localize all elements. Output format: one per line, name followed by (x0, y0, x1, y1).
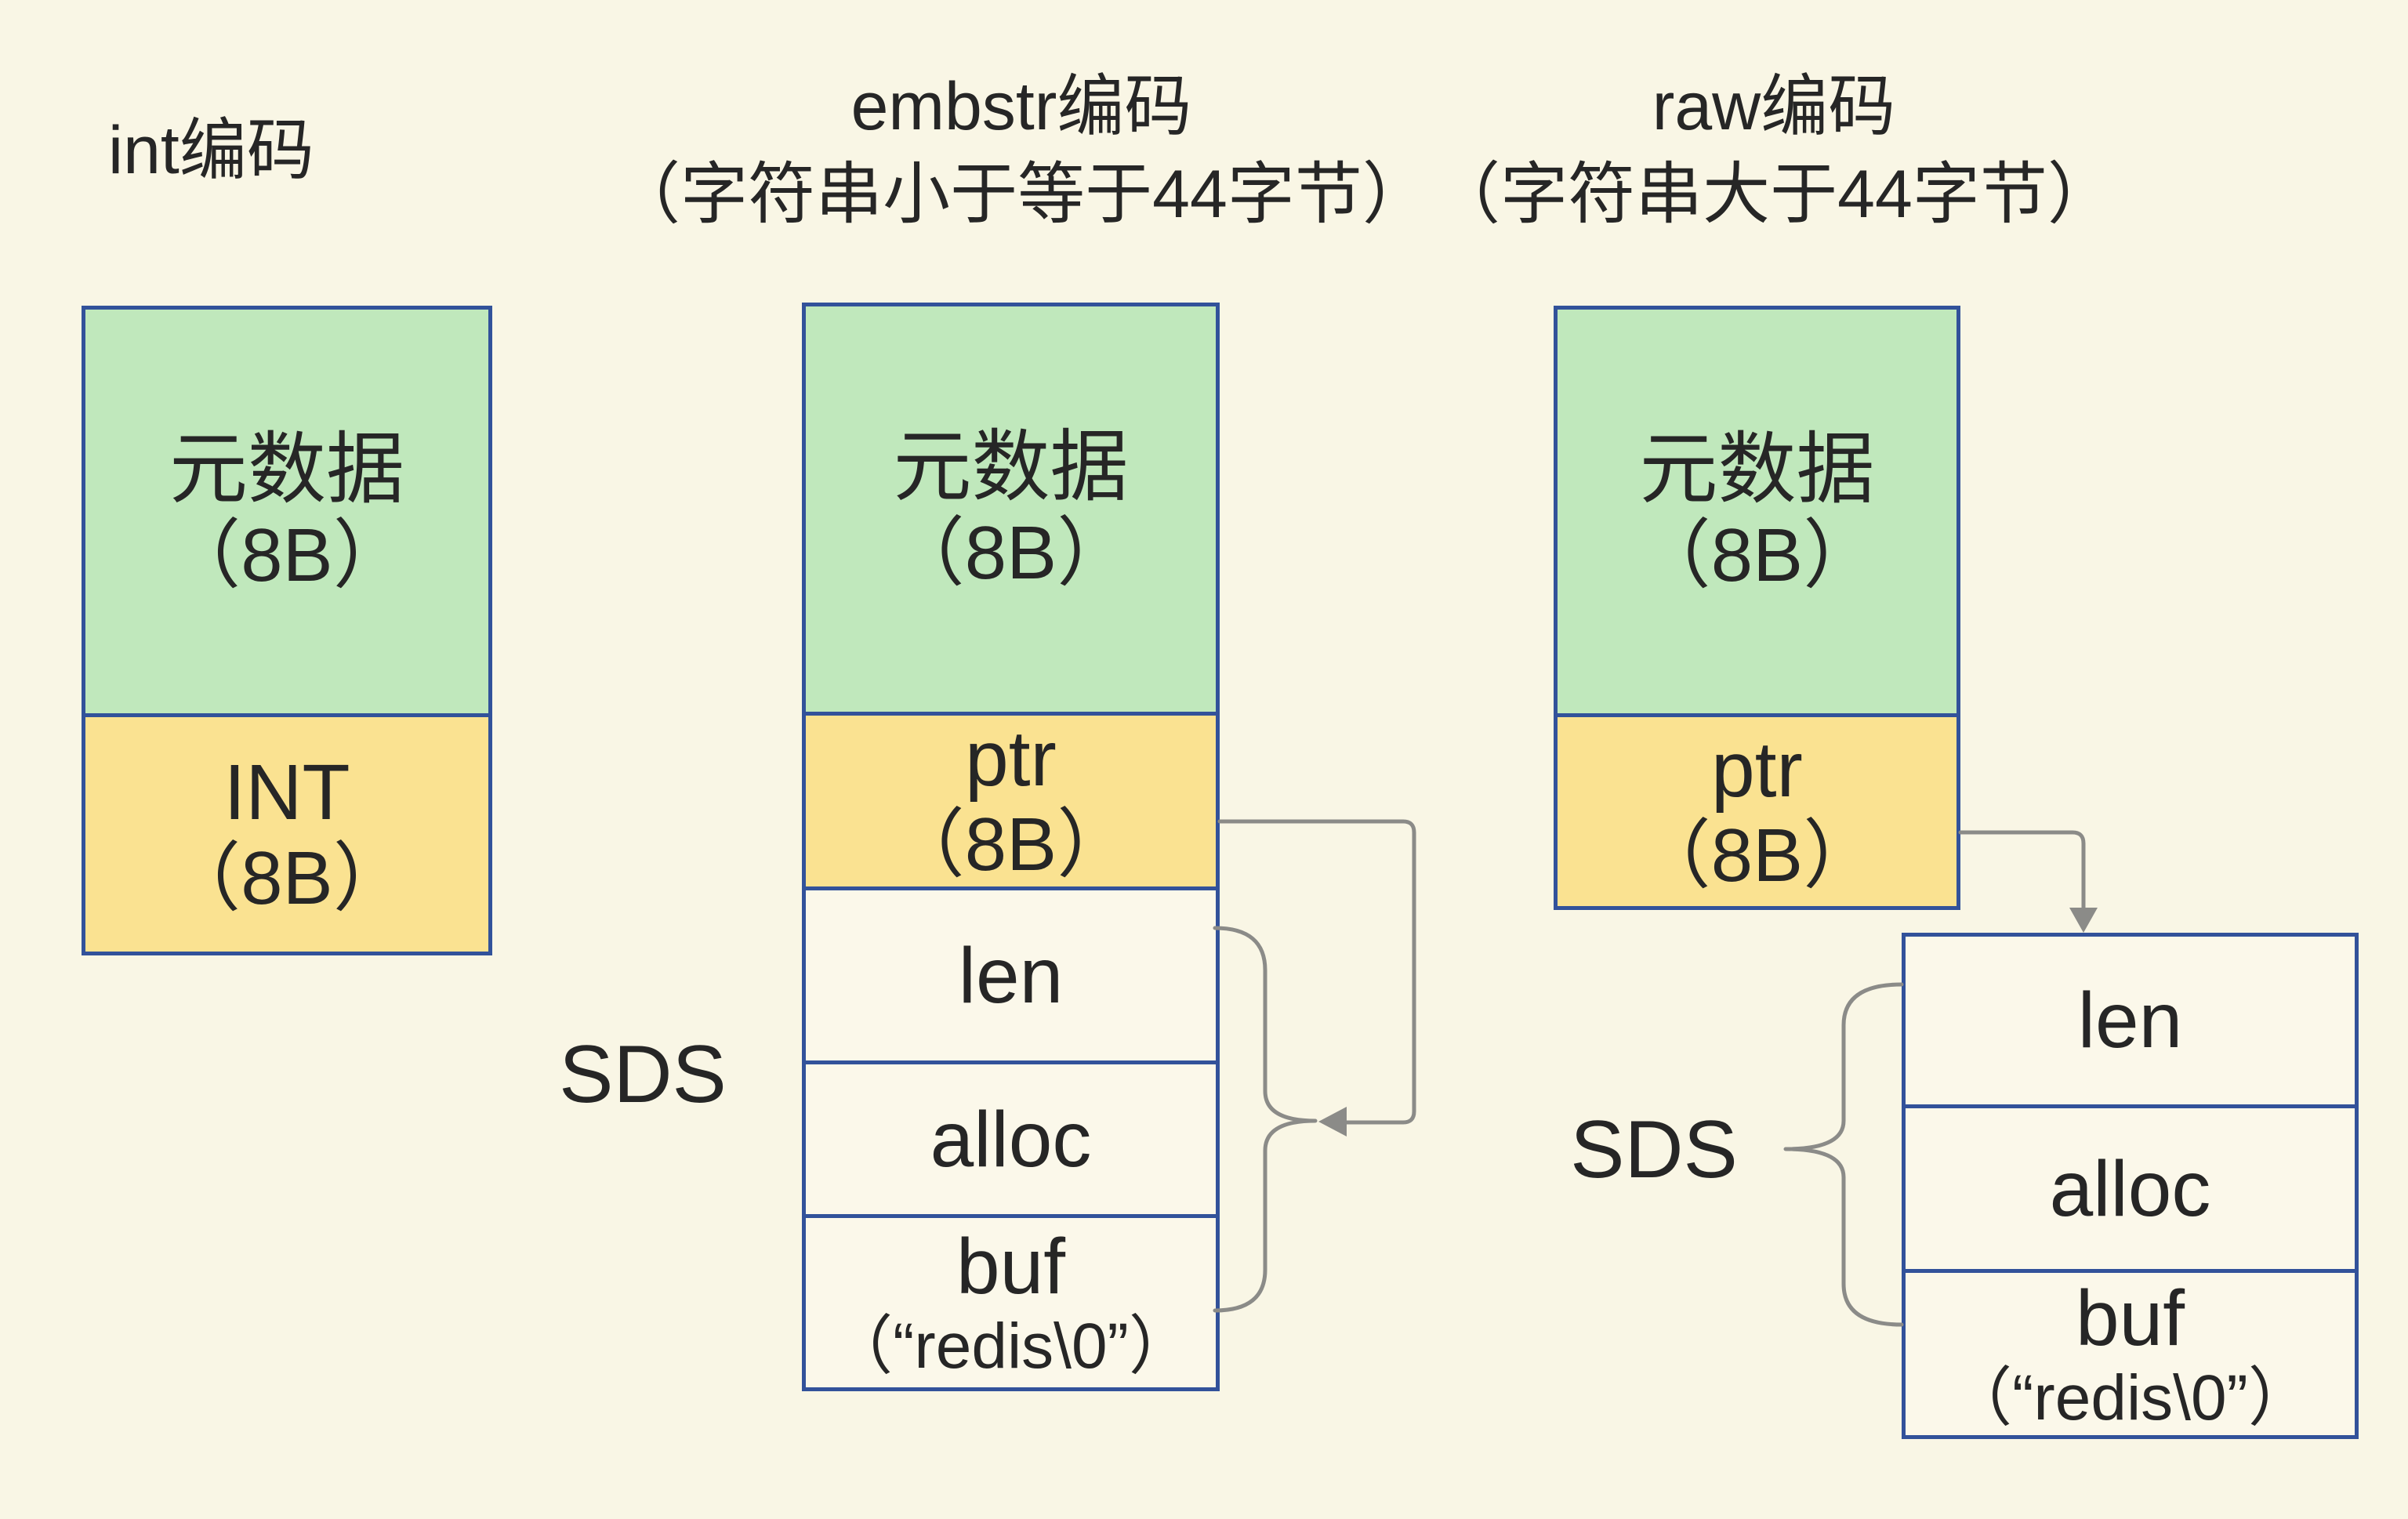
title-int-encoding: int编码 (108, 107, 516, 194)
metadata-label: 元数据 (893, 422, 1129, 511)
raw-buf-cell: buf （“redis\0”） (1906, 1269, 2355, 1435)
embstr-metadata-cell: 元数据 （8B） (806, 306, 1216, 712)
buf-label: buf (956, 1223, 1065, 1311)
title-embstr-encoding: embstr编码 （字符串小于等于44字节） (539, 63, 1503, 238)
buf-label: buf (2075, 1274, 2185, 1362)
int-value-cell: INT （8B） (85, 713, 488, 952)
embstr-ptr-cell: ptr （8B） (806, 712, 1216, 886)
raw-ptr-cell: ptr （8B） (1558, 713, 1956, 906)
embstr-len-cell: len (806, 886, 1216, 1060)
title-raw-line2: （字符串大于44字节） (1433, 157, 2115, 232)
sds-label-embstr: SDS (559, 1029, 727, 1120)
alloc-label: alloc (930, 1095, 1092, 1184)
embstr-alloc-cell: alloc (806, 1060, 1216, 1214)
embstr-object-box: 元数据 （8B） ptr （8B） len alloc buf （“redis\… (802, 303, 1220, 1391)
int-size: （8B） (165, 836, 408, 920)
raw-alloc-cell: alloc (1906, 1104, 2355, 1269)
raw-len-cell: len (1906, 937, 2355, 1104)
title-embstr-line1: embstr编码 (850, 69, 1192, 144)
metadata-size: （8B） (889, 510, 1133, 595)
metadata-label: 元数据 (169, 425, 404, 513)
ptr-label: ptr (965, 715, 1057, 803)
int-metadata-cell: 元数据 （8B） (85, 310, 488, 713)
metadata-label: 元数据 (1639, 425, 1875, 513)
ptr-label: ptr (1711, 725, 1803, 814)
title-raw-encoding: raw编码 （字符串大于44字节） (1378, 63, 2170, 238)
embstr-sds-brace (1213, 926, 1318, 1313)
title-embstr-line2: （字符串小于等于44字节） (613, 157, 1430, 232)
len-label: len (2077, 977, 2183, 1064)
title-int-line1: int编码 (108, 113, 314, 188)
int-object-box: 元数据 （8B） INT （8B） (82, 306, 492, 955)
raw-object-box: 元数据 （8B） ptr （8B） (1554, 306, 1960, 910)
sds-label-raw: SDS (1570, 1104, 1738, 1195)
embstr-ptr-arrowhead (1318, 1107, 1347, 1137)
raw-ptr-arrow (1958, 830, 2086, 910)
int-label: INT (223, 748, 350, 836)
embstr-ptr-arrow (1217, 819, 1416, 1125)
raw-metadata-cell: 元数据 （8B） (1558, 310, 1956, 713)
metadata-size: （8B） (165, 513, 408, 597)
alloc-label: alloc (2049, 1144, 2211, 1233)
buf-value: （“redis\0”） (829, 1311, 1193, 1383)
buf-value: （“redis\0”） (1948, 1361, 2312, 1434)
title-raw-line1: raw编码 (1652, 69, 1896, 144)
ptr-size: （8B） (1635, 813, 1879, 897)
ptr-size: （8B） (889, 803, 1133, 887)
metadata-size: （8B） (1635, 513, 1879, 597)
len-label: len (958, 931, 1064, 1020)
raw-ptr-arrowhead (2069, 908, 2098, 933)
raw-sds-box: len alloc buf （“redis\0”） (1902, 933, 2359, 1439)
raw-sds-brace (1783, 982, 1904, 1327)
embstr-buf-cell: buf （“redis\0”） (806, 1214, 1216, 1387)
